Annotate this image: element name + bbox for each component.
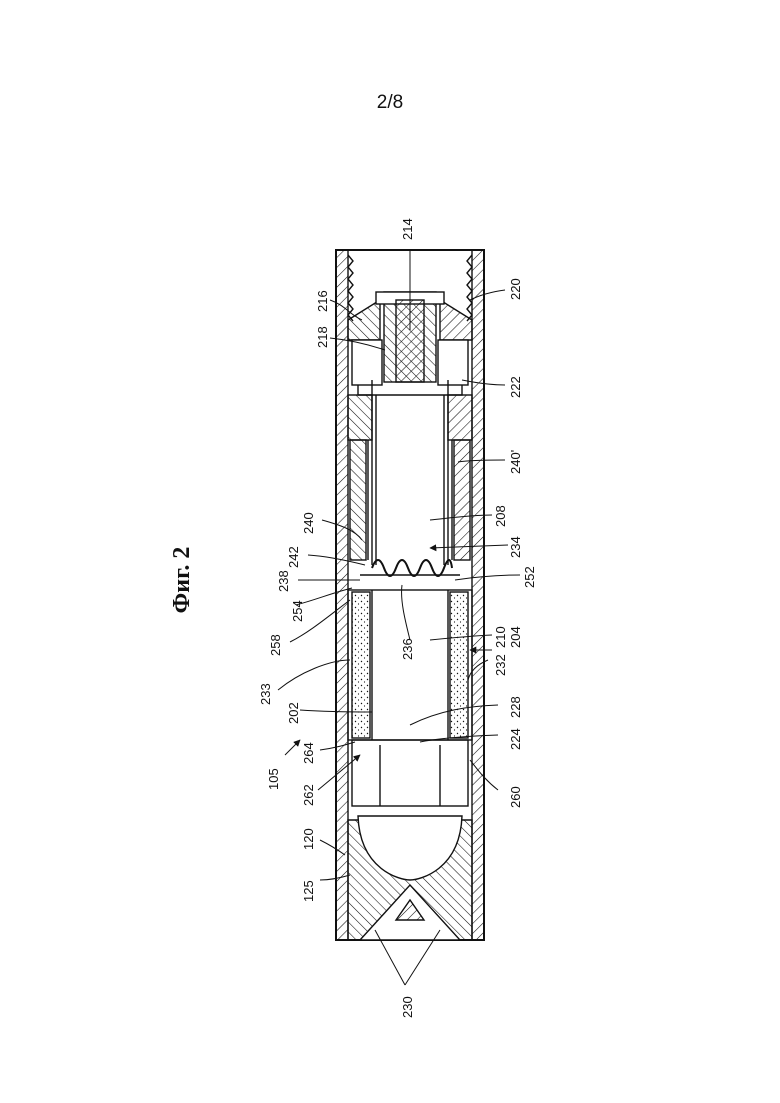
label-224: 224: [508, 728, 523, 750]
label-242: 242: [286, 546, 301, 568]
label-228: 228: [508, 696, 523, 718]
label-208: 208: [493, 505, 508, 527]
label-262: 262: [301, 784, 316, 806]
label-258: 258: [268, 634, 283, 656]
label-236: 236: [400, 638, 415, 660]
label-120: 120: [301, 828, 316, 850]
label-125: 125: [301, 880, 316, 902]
label-218: 218: [315, 326, 330, 348]
label-238: 238: [276, 570, 291, 592]
label-210: 210: [493, 626, 508, 648]
label-240: 240: [301, 512, 316, 534]
label-202: 202: [286, 702, 301, 724]
label-222: 222: [508, 376, 523, 398]
label-233: 233: [258, 683, 273, 705]
label-204: 204: [508, 626, 523, 648]
label-214: 214: [400, 218, 415, 240]
label-216: 216: [315, 290, 330, 312]
label-260: 260: [508, 786, 523, 808]
label-105: 105: [266, 768, 281, 790]
label-264: 264: [301, 742, 316, 764]
label-220: 220: [508, 278, 523, 300]
label-252: 252: [522, 566, 537, 588]
label-234: 234: [508, 536, 523, 558]
label-240-prime: 240': [508, 450, 523, 474]
label-254: 254: [290, 600, 305, 622]
label-230: 230: [400, 996, 415, 1018]
device-body: [336, 250, 484, 940]
label-232: 232: [493, 654, 508, 676]
